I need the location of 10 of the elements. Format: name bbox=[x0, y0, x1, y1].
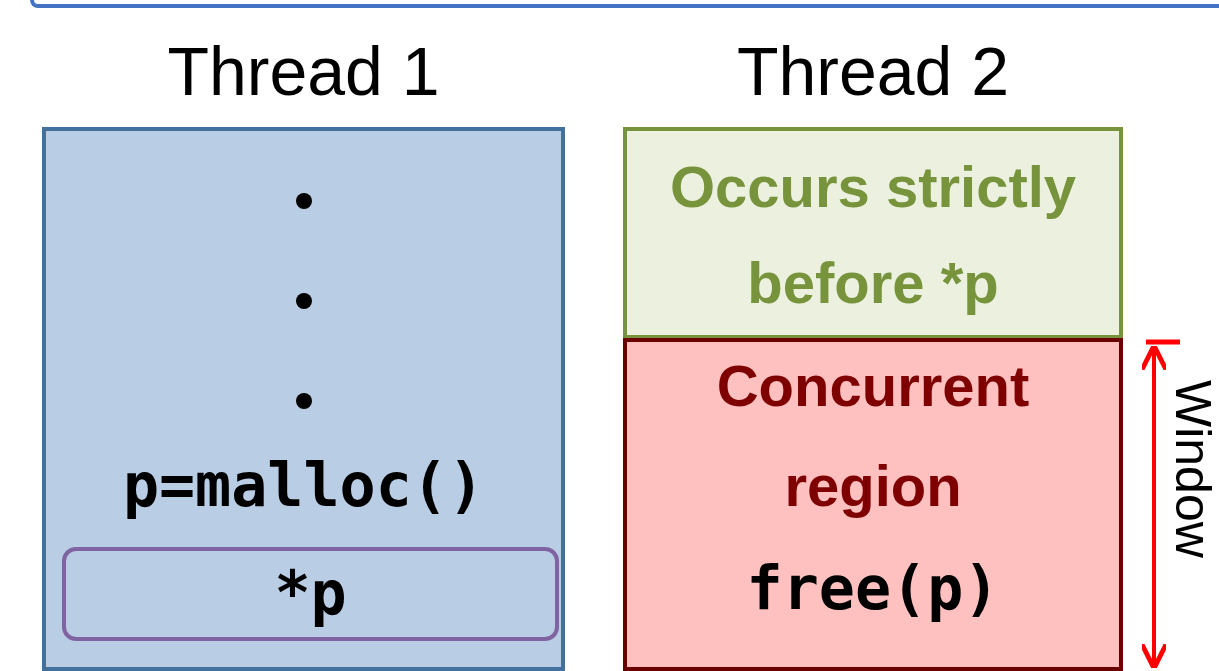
region-title: Concurrent region bbox=[715, 352, 1031, 520]
column-heading: Thread 2 bbox=[735, 32, 1011, 111]
dimension-label: Window bbox=[1168, 380, 1218, 558]
column-heading: Thread 1 bbox=[166, 32, 441, 111]
highlight-box bbox=[62, 547, 559, 641]
concurrent-region-box bbox=[623, 338, 1123, 671]
code-line: free(p) bbox=[745, 552, 1001, 624]
code-line: *p bbox=[273, 557, 348, 629]
code-line: p=malloc() bbox=[121, 449, 486, 521]
region-description: Occurs strictly before *p bbox=[668, 153, 1078, 317]
